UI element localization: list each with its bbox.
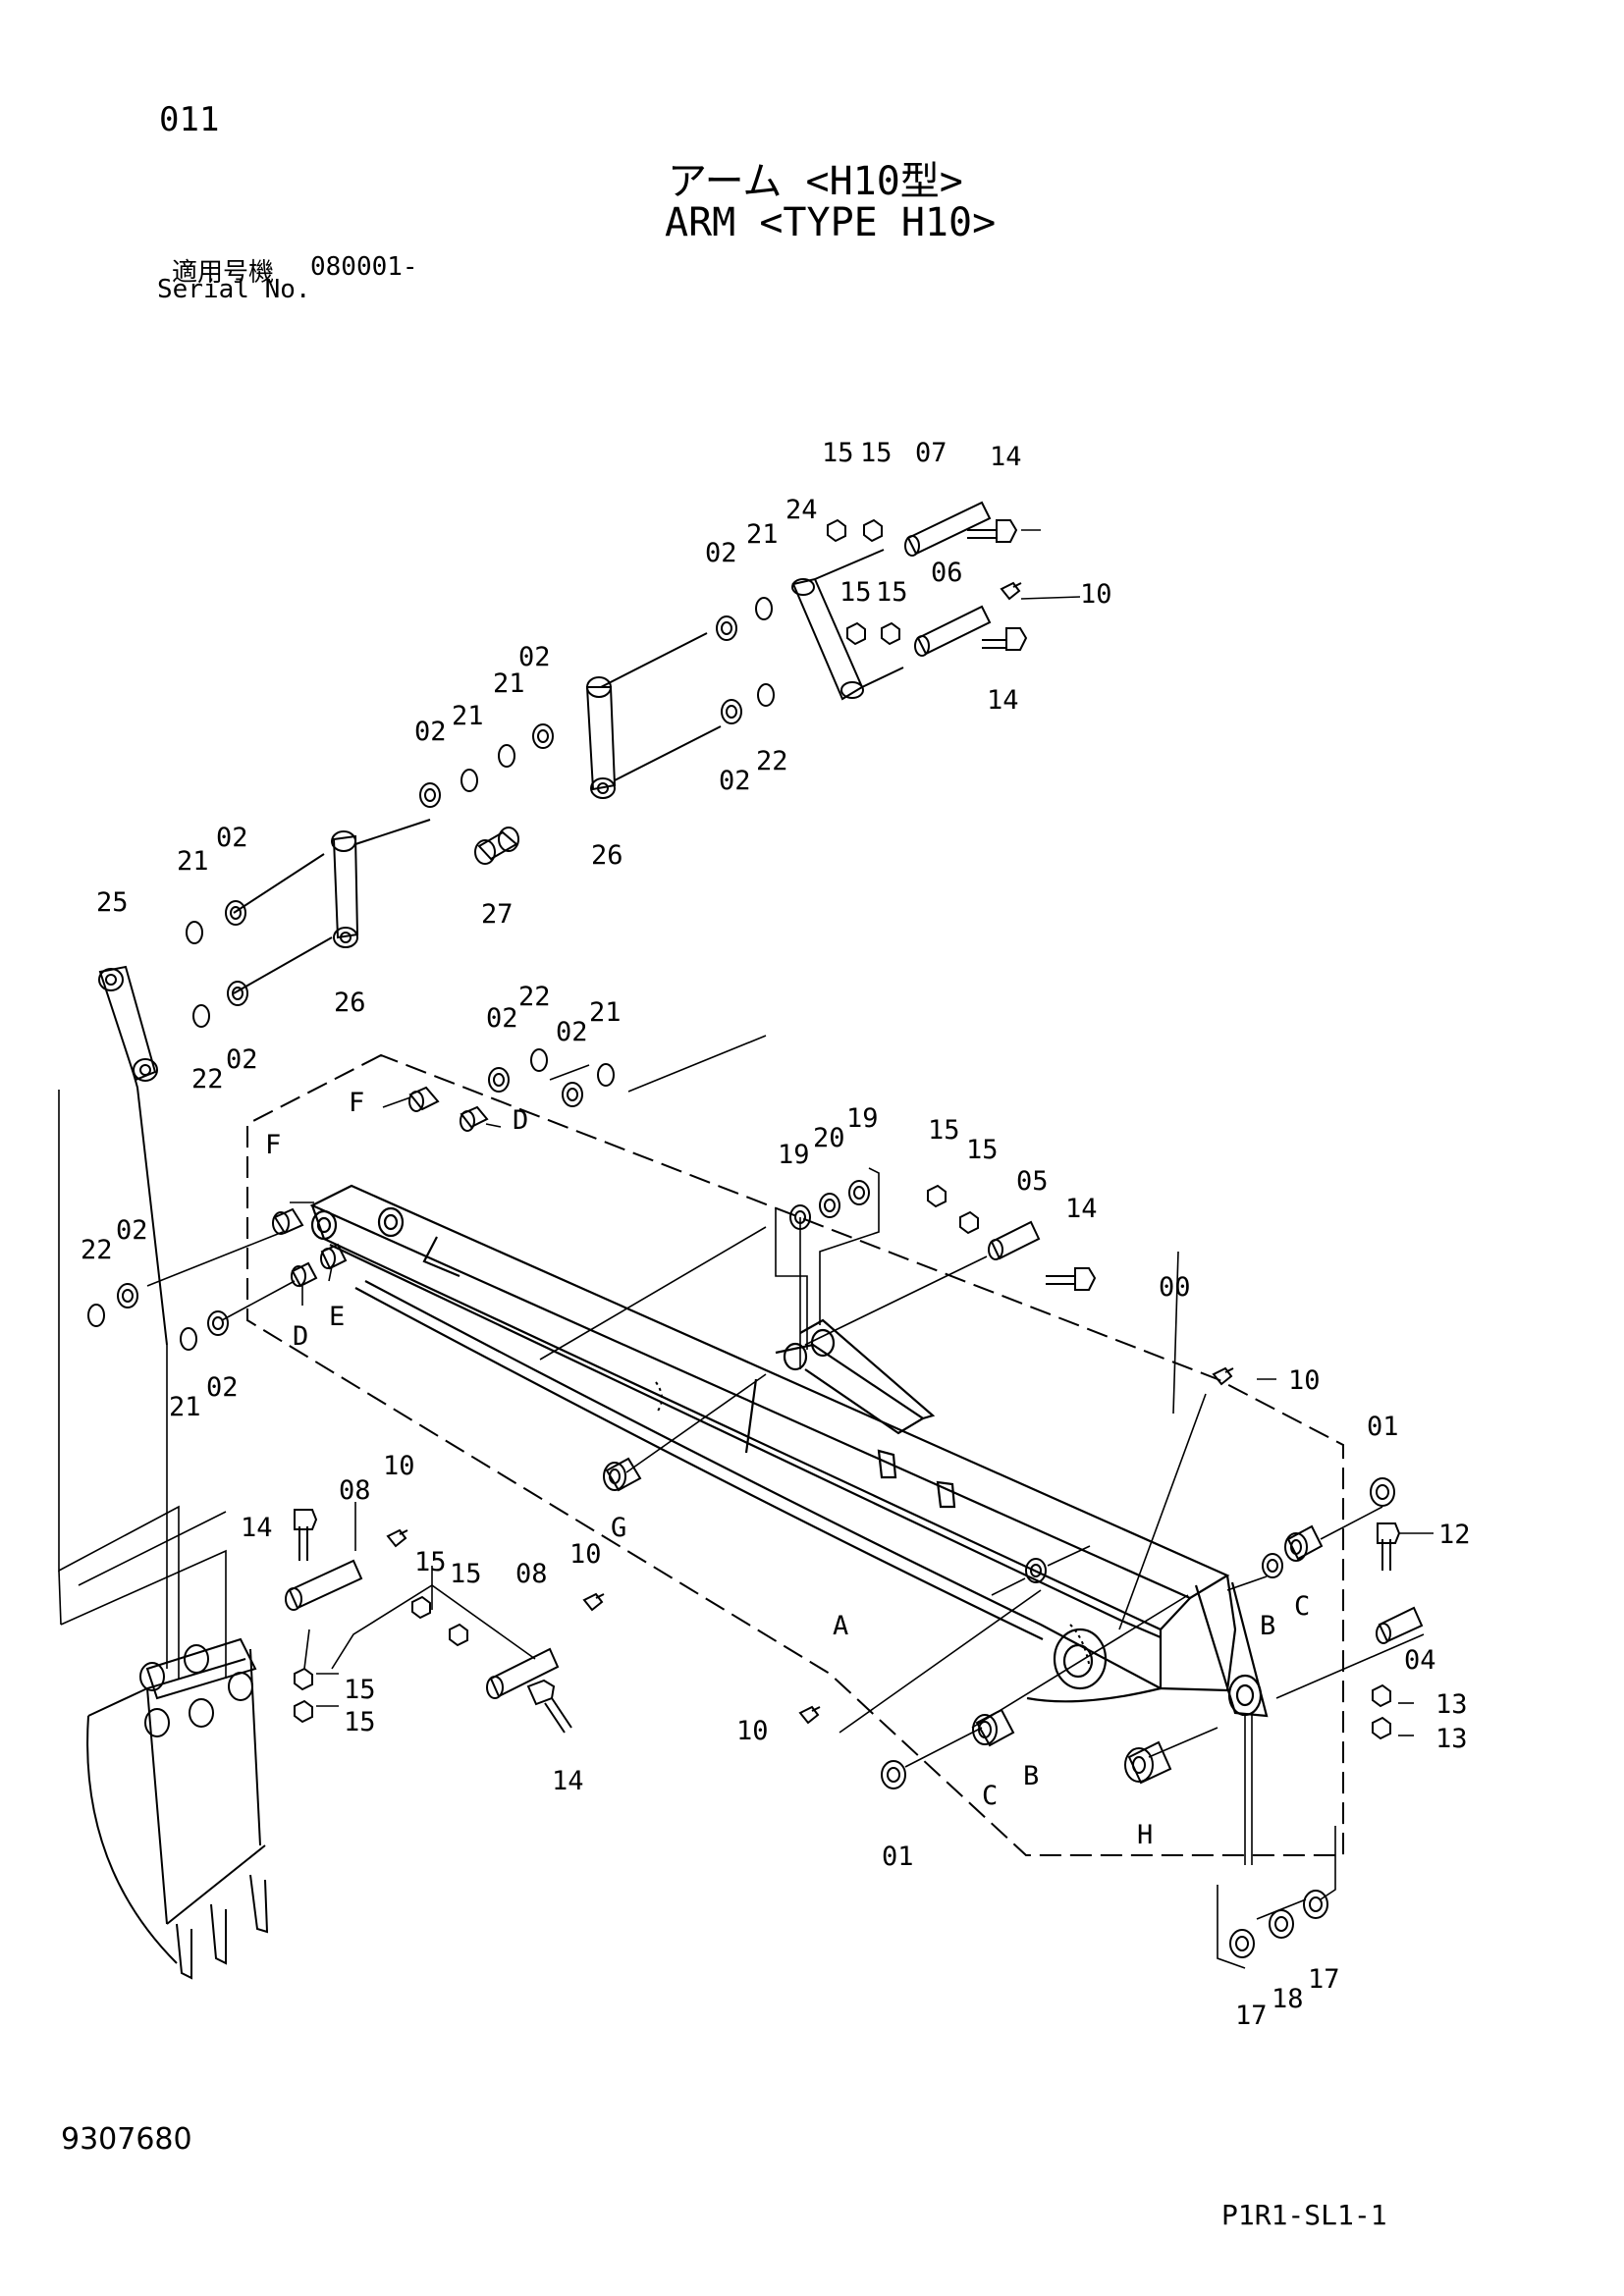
callout-02: 02	[486, 1003, 518, 1034]
callout-B: B	[1023, 1761, 1039, 1791]
callout-10: 10	[569, 1539, 602, 1570]
callout-17: 17	[1235, 2001, 1268, 2031]
callout-21: 21	[493, 668, 525, 699]
callout-15: 15	[450, 1559, 482, 1589]
callout-brackets	[775, 1167, 1336, 1969]
document-number: 9307680	[61, 2122, 192, 2157]
callout-21: 21	[169, 1392, 201, 1422]
callout-22: 22	[81, 1235, 113, 1265]
bucket	[86, 1637, 269, 1980]
callout-labels: 15 15 07 14 24 02 21 15 15 06 10 14 02 2…	[81, 438, 1471, 2031]
callout-02: 02	[705, 538, 737, 568]
callout-12: 12	[1438, 1520, 1471, 1550]
callout-02: 02	[216, 823, 248, 853]
serial-label-japanese: 適用号機	[172, 258, 275, 288]
callout-01: 01	[1367, 1412, 1399, 1442]
callout-21: 21	[589, 997, 622, 1028]
upper-links	[98, 549, 904, 1346]
callout-02: 02	[116, 1215, 148, 1246]
callout-C: C	[982, 1781, 998, 1811]
serial-label-english: Serial No.	[157, 275, 311, 304]
callout-10: 10	[383, 1451, 415, 1481]
callout-07: 07	[915, 438, 947, 468]
small-parts	[87, 501, 1424, 1958]
callout-14: 14	[552, 1766, 584, 1796]
callout-15: 15	[839, 577, 872, 608]
callout-02: 02	[206, 1372, 239, 1403]
sheet-code: P1R1-SL1-1	[1221, 2199, 1387, 2231]
callout-00: 00	[1159, 1272, 1191, 1303]
callout-06: 06	[931, 558, 963, 588]
callout-02: 02	[518, 642, 551, 672]
title-english: ARM <TYPE H10>	[665, 200, 997, 245]
callout-01: 01	[882, 1842, 914, 1872]
callout-D: D	[293, 1321, 308, 1352]
callout-22: 22	[756, 746, 788, 776]
callout-14: 14	[1065, 1194, 1098, 1224]
callout-19: 19	[778, 1140, 810, 1170]
callout-A: A	[833, 1611, 848, 1641]
callout-02: 02	[414, 717, 447, 747]
callout-15: 15	[966, 1135, 999, 1165]
callout-15: 15	[876, 577, 908, 608]
callout-15: 15	[414, 1547, 447, 1577]
callout-18: 18	[1272, 1984, 1304, 2014]
callout-02: 02	[719, 766, 751, 796]
callout-15: 15	[344, 1707, 376, 1737]
callout-25: 25	[96, 887, 129, 918]
callout-G: G	[611, 1513, 626, 1543]
leader-lines	[58, 529, 1434, 1920]
callout-15: 15	[860, 438, 893, 468]
callout-H: H	[1137, 1820, 1153, 1850]
callout-10: 10	[1288, 1365, 1321, 1396]
callout-08: 08	[515, 1559, 548, 1589]
callout-15: 15	[822, 438, 854, 468]
callout-24: 24	[785, 495, 818, 525]
arm-body	[309, 1184, 1269, 1718]
callout-F: F	[265, 1130, 281, 1160]
serial-number-value: 080001-	[310, 252, 418, 282]
callout-B: B	[1260, 1611, 1275, 1641]
callout-02: 02	[556, 1017, 588, 1047]
callout-08: 08	[339, 1475, 371, 1506]
callout-22: 22	[518, 982, 551, 1012]
callout-E: E	[329, 1302, 345, 1332]
callout-D: D	[513, 1105, 528, 1136]
callout-02: 02	[226, 1044, 258, 1075]
assembly-boundary	[246, 1053, 1344, 1856]
callout-13: 13	[1435, 1689, 1468, 1720]
callout-10: 10	[736, 1716, 769, 1746]
title-japanese: アーム <H10型>	[668, 159, 963, 204]
callout-21: 21	[746, 519, 779, 550]
page-number: 011	[159, 100, 220, 139]
callout-14: 14	[987, 685, 1019, 716]
callout-20: 20	[813, 1123, 845, 1153]
callout-04: 04	[1404, 1645, 1436, 1676]
callout-15: 15	[344, 1675, 376, 1705]
callout-05: 05	[1016, 1166, 1049, 1197]
callout-10: 10	[1080, 579, 1112, 610]
callout-19: 19	[846, 1103, 879, 1134]
callout-14: 14	[241, 1513, 273, 1543]
callout-15: 15	[928, 1115, 960, 1146]
callout-22: 22	[191, 1064, 224, 1095]
callout-C: C	[1294, 1591, 1310, 1622]
callout-17: 17	[1308, 1964, 1340, 1995]
hidden-detail-marks	[655, 1381, 1091, 1670]
callout-14: 14	[990, 442, 1022, 472]
callout-26: 26	[591, 840, 623, 871]
callout-26: 26	[334, 988, 366, 1018]
callout-13: 13	[1435, 1724, 1468, 1754]
callout-27: 27	[481, 899, 514, 930]
callout-21: 21	[177, 846, 209, 877]
callout-21: 21	[452, 701, 484, 731]
callout-F: F	[349, 1088, 364, 1118]
